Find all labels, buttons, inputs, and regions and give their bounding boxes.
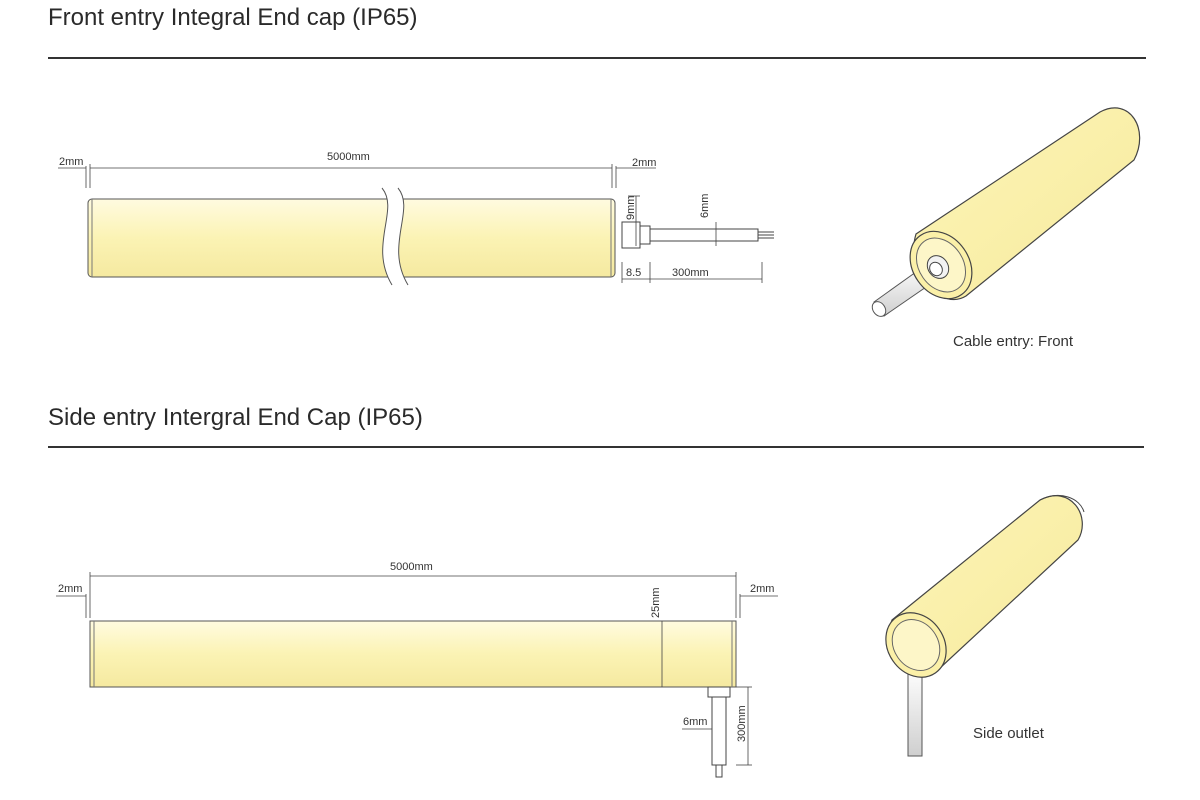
break-line-right xyxy=(397,187,409,286)
side-cable xyxy=(711,696,727,766)
front-entry-dimensions xyxy=(58,164,763,283)
dim-length-side: 5000mm xyxy=(390,561,433,573)
front-entry-profile xyxy=(87,187,774,286)
cable xyxy=(649,228,759,242)
section2-divider xyxy=(48,446,1144,448)
dim-cap-depth: 8.5 xyxy=(626,267,641,279)
side-entry-profile xyxy=(89,620,737,778)
section2-title: Side entry Intergral End Cap (IP65) xyxy=(48,404,423,431)
side-entry-dimensions xyxy=(56,572,778,766)
front-entry-3d-view xyxy=(871,107,1141,317)
front-entry-caption: Cable entry: Front xyxy=(953,333,1074,350)
side-entry-dim-labels: 2mm 5000mm 2mm 25mm 6mm 300mm xyxy=(58,561,774,742)
dim-height-side: 25mm xyxy=(650,587,662,618)
dim-left-gap-side: 2mm xyxy=(58,583,82,595)
side-entry-3d-view xyxy=(885,495,1085,757)
dim-cable-dia-side: 6mm xyxy=(683,716,707,728)
side-gland xyxy=(707,686,731,698)
tube-body xyxy=(87,198,616,278)
break-line-left xyxy=(381,187,393,286)
section1-divider xyxy=(48,57,1146,59)
dim-right-gap-side: 2mm xyxy=(750,583,774,595)
section1-title: Front entry Integral End cap (IP65) xyxy=(48,4,418,31)
dim-cable-len-side: 300mm xyxy=(736,705,748,742)
dim-cable-len: 300mm xyxy=(672,267,709,279)
side-cable-tip xyxy=(715,764,723,778)
dim-length: 5000mm xyxy=(327,151,370,163)
dim-cable-dia: 6mm xyxy=(699,194,711,218)
front-entry-dim-labels: 2mm 5000mm 2mm 9mm 6mm 8.5 300mm xyxy=(59,151,711,279)
dim-left-gap: 2mm xyxy=(59,156,83,168)
cable-gland xyxy=(621,221,641,249)
break-gap xyxy=(382,188,408,285)
dim-cap-height: 9mm xyxy=(625,196,637,220)
gland-nut xyxy=(639,225,651,245)
side-entry-caption: Side outlet xyxy=(973,725,1045,742)
tube-body-side xyxy=(89,620,737,688)
dim-right-gap: 2mm xyxy=(632,157,656,169)
